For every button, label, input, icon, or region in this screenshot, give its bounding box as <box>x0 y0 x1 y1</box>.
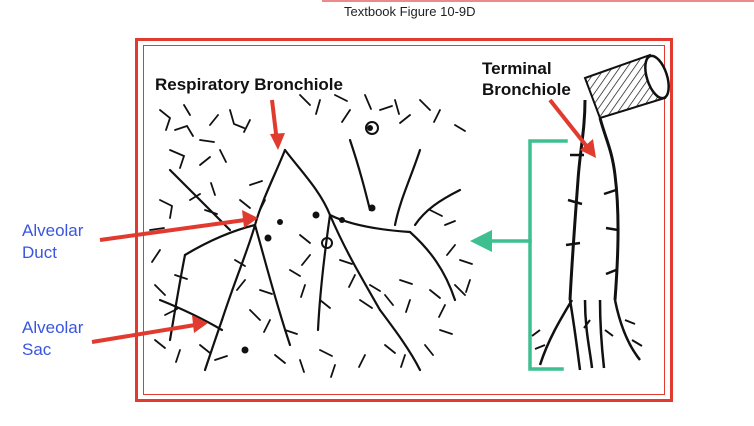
label-alveolar-sac: Alveolar Sac <box>22 318 84 359</box>
label-respiratory-bronchiole: Respiratory Bronchiole <box>155 75 343 94</box>
label-alveolar-duct: Alveolar Duct <box>22 221 84 262</box>
figure-frame-inner <box>143 45 665 395</box>
alveolar-openings <box>241 125 376 354</box>
caption-rule <box>322 0 754 2</box>
small-ring <box>321 121 379 249</box>
green-bracket <box>488 139 568 371</box>
figure-frame-outer <box>135 38 673 402</box>
green-arrowhead <box>470 230 492 252</box>
terminal-bronchiole-tube <box>531 53 670 371</box>
alveolar-network <box>158 138 462 372</box>
alveolar-sacs <box>149 94 473 378</box>
red-arrows <box>91 98 596 344</box>
figure-caption: Textbook Figure 10-9D <box>344 4 476 19</box>
label-terminal-bronchiole: Terminal Bronchiole <box>482 59 571 99</box>
